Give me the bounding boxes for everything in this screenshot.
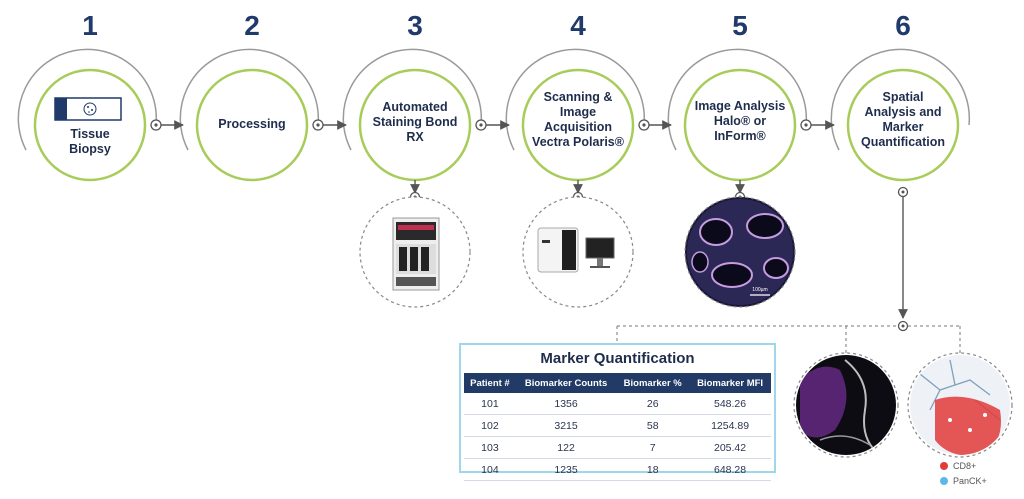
scale-bar-label: 100µm (752, 287, 767, 293)
cell-mfi: 205.42 (689, 436, 771, 459)
slide-icon (54, 97, 122, 121)
quantification-table: Patient # Biomarker Counts Biomarker % B… (464, 373, 771, 481)
step-label-3: Automated Staining Bond RX (372, 100, 458, 144)
cell-patient: 103 (464, 436, 516, 459)
cell-mfi: 648.28 (689, 458, 771, 481)
step-number-6: 6 (895, 10, 911, 41)
spatial-cell-map-image (907, 352, 1013, 458)
step-number-4: 4 (570, 10, 586, 41)
cell-mfi: 548.26 (689, 393, 771, 415)
table-row: 104 1235 18 648.28 (464, 458, 771, 481)
step-6-branch-connector (616, 186, 961, 353)
connector-5-6 (800, 119, 835, 131)
step-4-node (505, 48, 646, 182)
cell-counts: 3215 (515, 414, 617, 437)
table-title: Marker Quantification (540, 350, 695, 367)
step-5-node (667, 48, 808, 182)
cd8-dot-icon (940, 462, 948, 470)
spatial-fluorescence-image (793, 352, 899, 458)
cell-counts: 1235 (515, 458, 617, 481)
cell-counts: 122 (515, 436, 617, 459)
cell-patient: 101 (464, 393, 516, 415)
tissue-micrograph-image: 100µm (684, 196, 796, 308)
connector-1-2 (150, 119, 184, 131)
cell-patient: 102 (464, 414, 516, 437)
step-number-5: 5 (732, 10, 748, 41)
connector-3-4 (475, 119, 510, 131)
scanner-image (522, 196, 634, 308)
legend-label-cd8: CD8+ (953, 461, 977, 471)
cell-percent: 7 (616, 436, 690, 459)
cell-percent: 58 (616, 414, 690, 437)
cell-counts: 1356 (515, 393, 617, 415)
table-header-row: Patient # Biomarker Counts Biomarker % B… (464, 373, 771, 393)
cell-percent: 18 (616, 458, 690, 481)
header-patient: Patient # (464, 373, 516, 393)
stainer-instrument-image (359, 196, 471, 308)
step-label-5: Image Analysis Halo® or InForm® (694, 99, 786, 143)
legend-item-cd8: CD8+ (940, 461, 976, 471)
step-6-node (830, 48, 971, 182)
step-label-4: Scanning & Image Acquisition Vectra Pola… (532, 90, 624, 149)
header-biomarker-counts: Biomarker Counts (515, 373, 617, 393)
header-biomarker-percent: Biomarker % (616, 373, 690, 393)
step-2-node (179, 48, 320, 182)
step-label-1: Tissue Biopsy (69, 127, 111, 156)
panck-dot-icon (940, 477, 948, 485)
table-row: 101 1356 26 548.26 (464, 393, 771, 415)
cell-percent: 26 (616, 393, 690, 415)
header-biomarker-mfi: Biomarker MFI (689, 373, 771, 393)
connector-2-3 (312, 119, 347, 131)
table-row: 103 122 7 205.42 (464, 436, 771, 459)
legend-item-panck: PanCK+ (940, 476, 987, 486)
connector-4-5 (638, 119, 672, 131)
step-number-1: 1 (82, 10, 98, 41)
cell-mfi: 1254.89 (689, 414, 771, 437)
table-row: 102 3215 58 1254.89 (464, 414, 771, 437)
step-label-6: Spatial Analysis and Marker Quantificati… (860, 90, 946, 149)
step-number-2: 2 (244, 10, 260, 41)
legend-label-panck: PanCK+ (953, 476, 987, 486)
step-number-3: 3 (407, 10, 423, 41)
step-label-2: Processing (218, 117, 286, 131)
cell-patient: 104 (464, 458, 516, 481)
marker-quantification-table: Marker Quantification Patient # Biomarke… (459, 343, 776, 481)
